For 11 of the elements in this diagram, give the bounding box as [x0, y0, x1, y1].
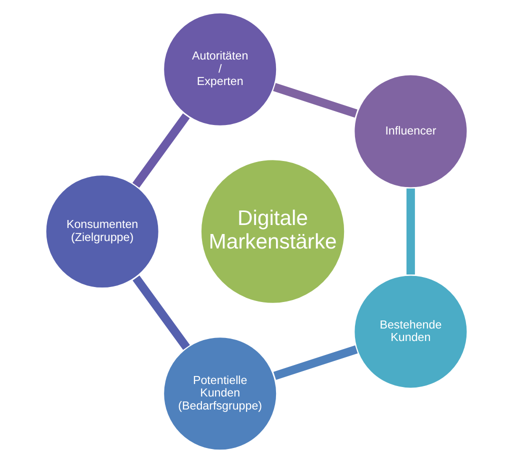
connector [406, 188, 414, 275]
node-circle: Bestehende Kunden [352, 274, 468, 390]
node-circle: Digitale Markenstärke [198, 158, 346, 305]
node-circle: Influencer [352, 73, 468, 190]
connector [132, 275, 190, 350]
connector [272, 345, 358, 380]
connector [132, 113, 190, 188]
node-circle: Autoritäten / Experten [161, 11, 278, 128]
connector [272, 82, 357, 118]
node-circle: Potentielle Kunden (Bedarfsgruppe) [161, 336, 278, 452]
node-circle: Konsumenten (Zielgruppe) [44, 173, 160, 290]
